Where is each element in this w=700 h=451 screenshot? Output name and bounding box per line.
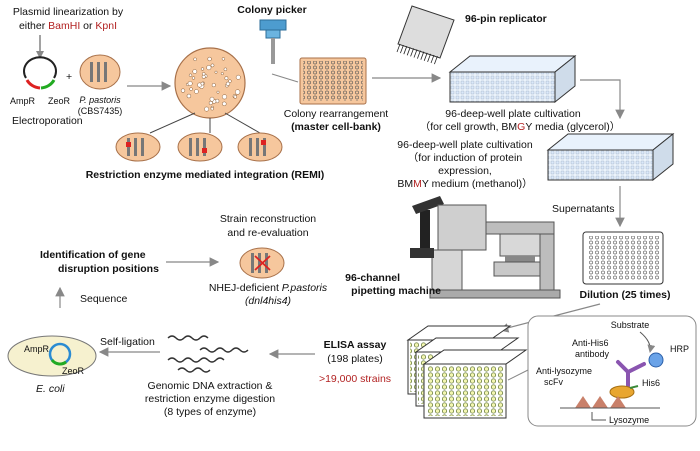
colony-picker-label: Colony picker — [237, 4, 306, 16]
reconstruction-line2: and re-evaluation — [227, 227, 308, 239]
pipetting-line1: 96-channel — [345, 272, 400, 284]
remi-cell-1-icon — [115, 132, 161, 162]
plus-sign: + — [66, 71, 72, 83]
cultivation1-line1: 96-deep-well plate cultivation — [445, 108, 581, 120]
assay-detail-callout — [507, 315, 697, 427]
colony-plate-icon — [174, 47, 246, 119]
cultivation2-line2: （for induction of protein — [408, 152, 523, 164]
genomic-line3: (8 types of enzyme) — [164, 406, 256, 418]
deepwell-plate-2-icon — [546, 132, 675, 182]
replicator-label: 96-pin replicator — [465, 13, 547, 25]
reconstruction-cell-icon — [239, 247, 285, 279]
substrate-label: Substrate — [611, 320, 650, 330]
plasmid-line1: Plasmid linearization by — [13, 6, 124, 18]
cultivation2-line3: expression, — [438, 165, 492, 177]
arrow-to-deepwell2 — [580, 79, 625, 120]
anti-his-label-2: antibody — [575, 349, 610, 359]
ecoli-zeo-label: ZeoR — [62, 366, 85, 376]
remi-label: Restriction enzyme mediated integration … — [86, 169, 325, 181]
cultivation2-line4: BMMY medium (methanol)） — [397, 178, 532, 190]
supernatants-label: Supernatants — [552, 203, 614, 215]
ecoli-cell-icon — [7, 335, 97, 377]
lysozyme-label: Lysozyme — [609, 415, 649, 425]
plasmid-zeo-label: ZeoR — [48, 96, 71, 106]
rearrangement-line2: (master cell-bank) — [291, 121, 381, 133]
rearrangement-line1: Colony rearrangement — [284, 108, 389, 120]
dilution-label: Dilution (25 times) — [579, 289, 670, 301]
ecoli-label: E. coli — [36, 383, 65, 395]
his-label: His6 — [642, 378, 660, 388]
elisa-plates-icon — [406, 325, 528, 419]
sequence-label: Sequence — [80, 293, 127, 305]
picker-to-plate-arrow — [271, 73, 299, 83]
electroporation-label: Electroporation — [12, 115, 83, 127]
dilution-plate-icon — [582, 231, 664, 285]
scfv-label-1: Anti-lysozyme — [536, 366, 592, 376]
genomic-line1: Genomic DNA extraction & — [148, 380, 273, 392]
identification-line2: disruption positions — [58, 263, 159, 275]
ecoli-amp-label: AmpR — [24, 344, 50, 354]
scfv-label-2: scFv — [544, 377, 563, 387]
pipetting-machine-icon — [410, 196, 561, 299]
linear-plasmid-icon — [23, 56, 57, 90]
elisa-line2: (198 plates) — [327, 353, 382, 365]
lysozyme-pointer — [591, 412, 606, 421]
pipetting-line2: pipetting machine — [351, 285, 441, 297]
master-plate-icon — [299, 57, 367, 105]
enzyme-bamhi: BamHI — [48, 20, 80, 32]
elisa-line1: ELISA assay — [324, 339, 387, 351]
lysozyme-icon — [560, 396, 660, 409]
dna-fragments-icon — [167, 335, 249, 373]
elisa-line3: >19,000 strains — [319, 373, 391, 385]
substrate-arrow — [639, 331, 656, 353]
colony-picker-icon — [259, 19, 287, 64]
anti-his-label-1: Anti-His6 — [572, 338, 609, 348]
antibody-icon — [616, 360, 646, 388]
plasmid-amp-label: AmpR — [10, 96, 36, 106]
plasmid-line2: either BamHI or KpnI — [19, 20, 117, 32]
reconstruction-line1: Strain reconstruction — [220, 213, 316, 225]
remi-cell-3-icon — [237, 132, 283, 162]
identification-line1: Identification of gene — [40, 249, 146, 261]
enzyme-kpni: KpnI — [95, 20, 117, 32]
reconstruction-line4: (dnl4his4) — [245, 295, 291, 307]
deepwell-plate-1-icon — [448, 54, 577, 104]
remi-branch-left — [149, 112, 196, 134]
pichia-cell-icon — [79, 54, 121, 90]
remi-branch-right — [224, 112, 261, 134]
hrp-label: HRP — [670, 344, 689, 354]
hrp-icon — [648, 352, 664, 368]
scfv-icon — [609, 385, 639, 399]
genomic-line2: restriction enzyme digestion — [145, 393, 275, 405]
cultivation1-line2: （for cell growth, BMGY media (glycerol)） — [420, 121, 621, 133]
cultivation2-line1: 96-deep-well plate cultivation — [397, 139, 533, 151]
replicator-icon — [396, 5, 455, 65]
host-strain: (CBS7435) — [78, 106, 123, 116]
reconstruction-line3: NHEJ-deficient P.pastoris — [209, 282, 328, 294]
self-ligation-label: Self-ligation — [100, 336, 155, 348]
remi-cell-2-icon — [177, 132, 223, 162]
host-species: P. pastoris — [79, 95, 121, 105]
